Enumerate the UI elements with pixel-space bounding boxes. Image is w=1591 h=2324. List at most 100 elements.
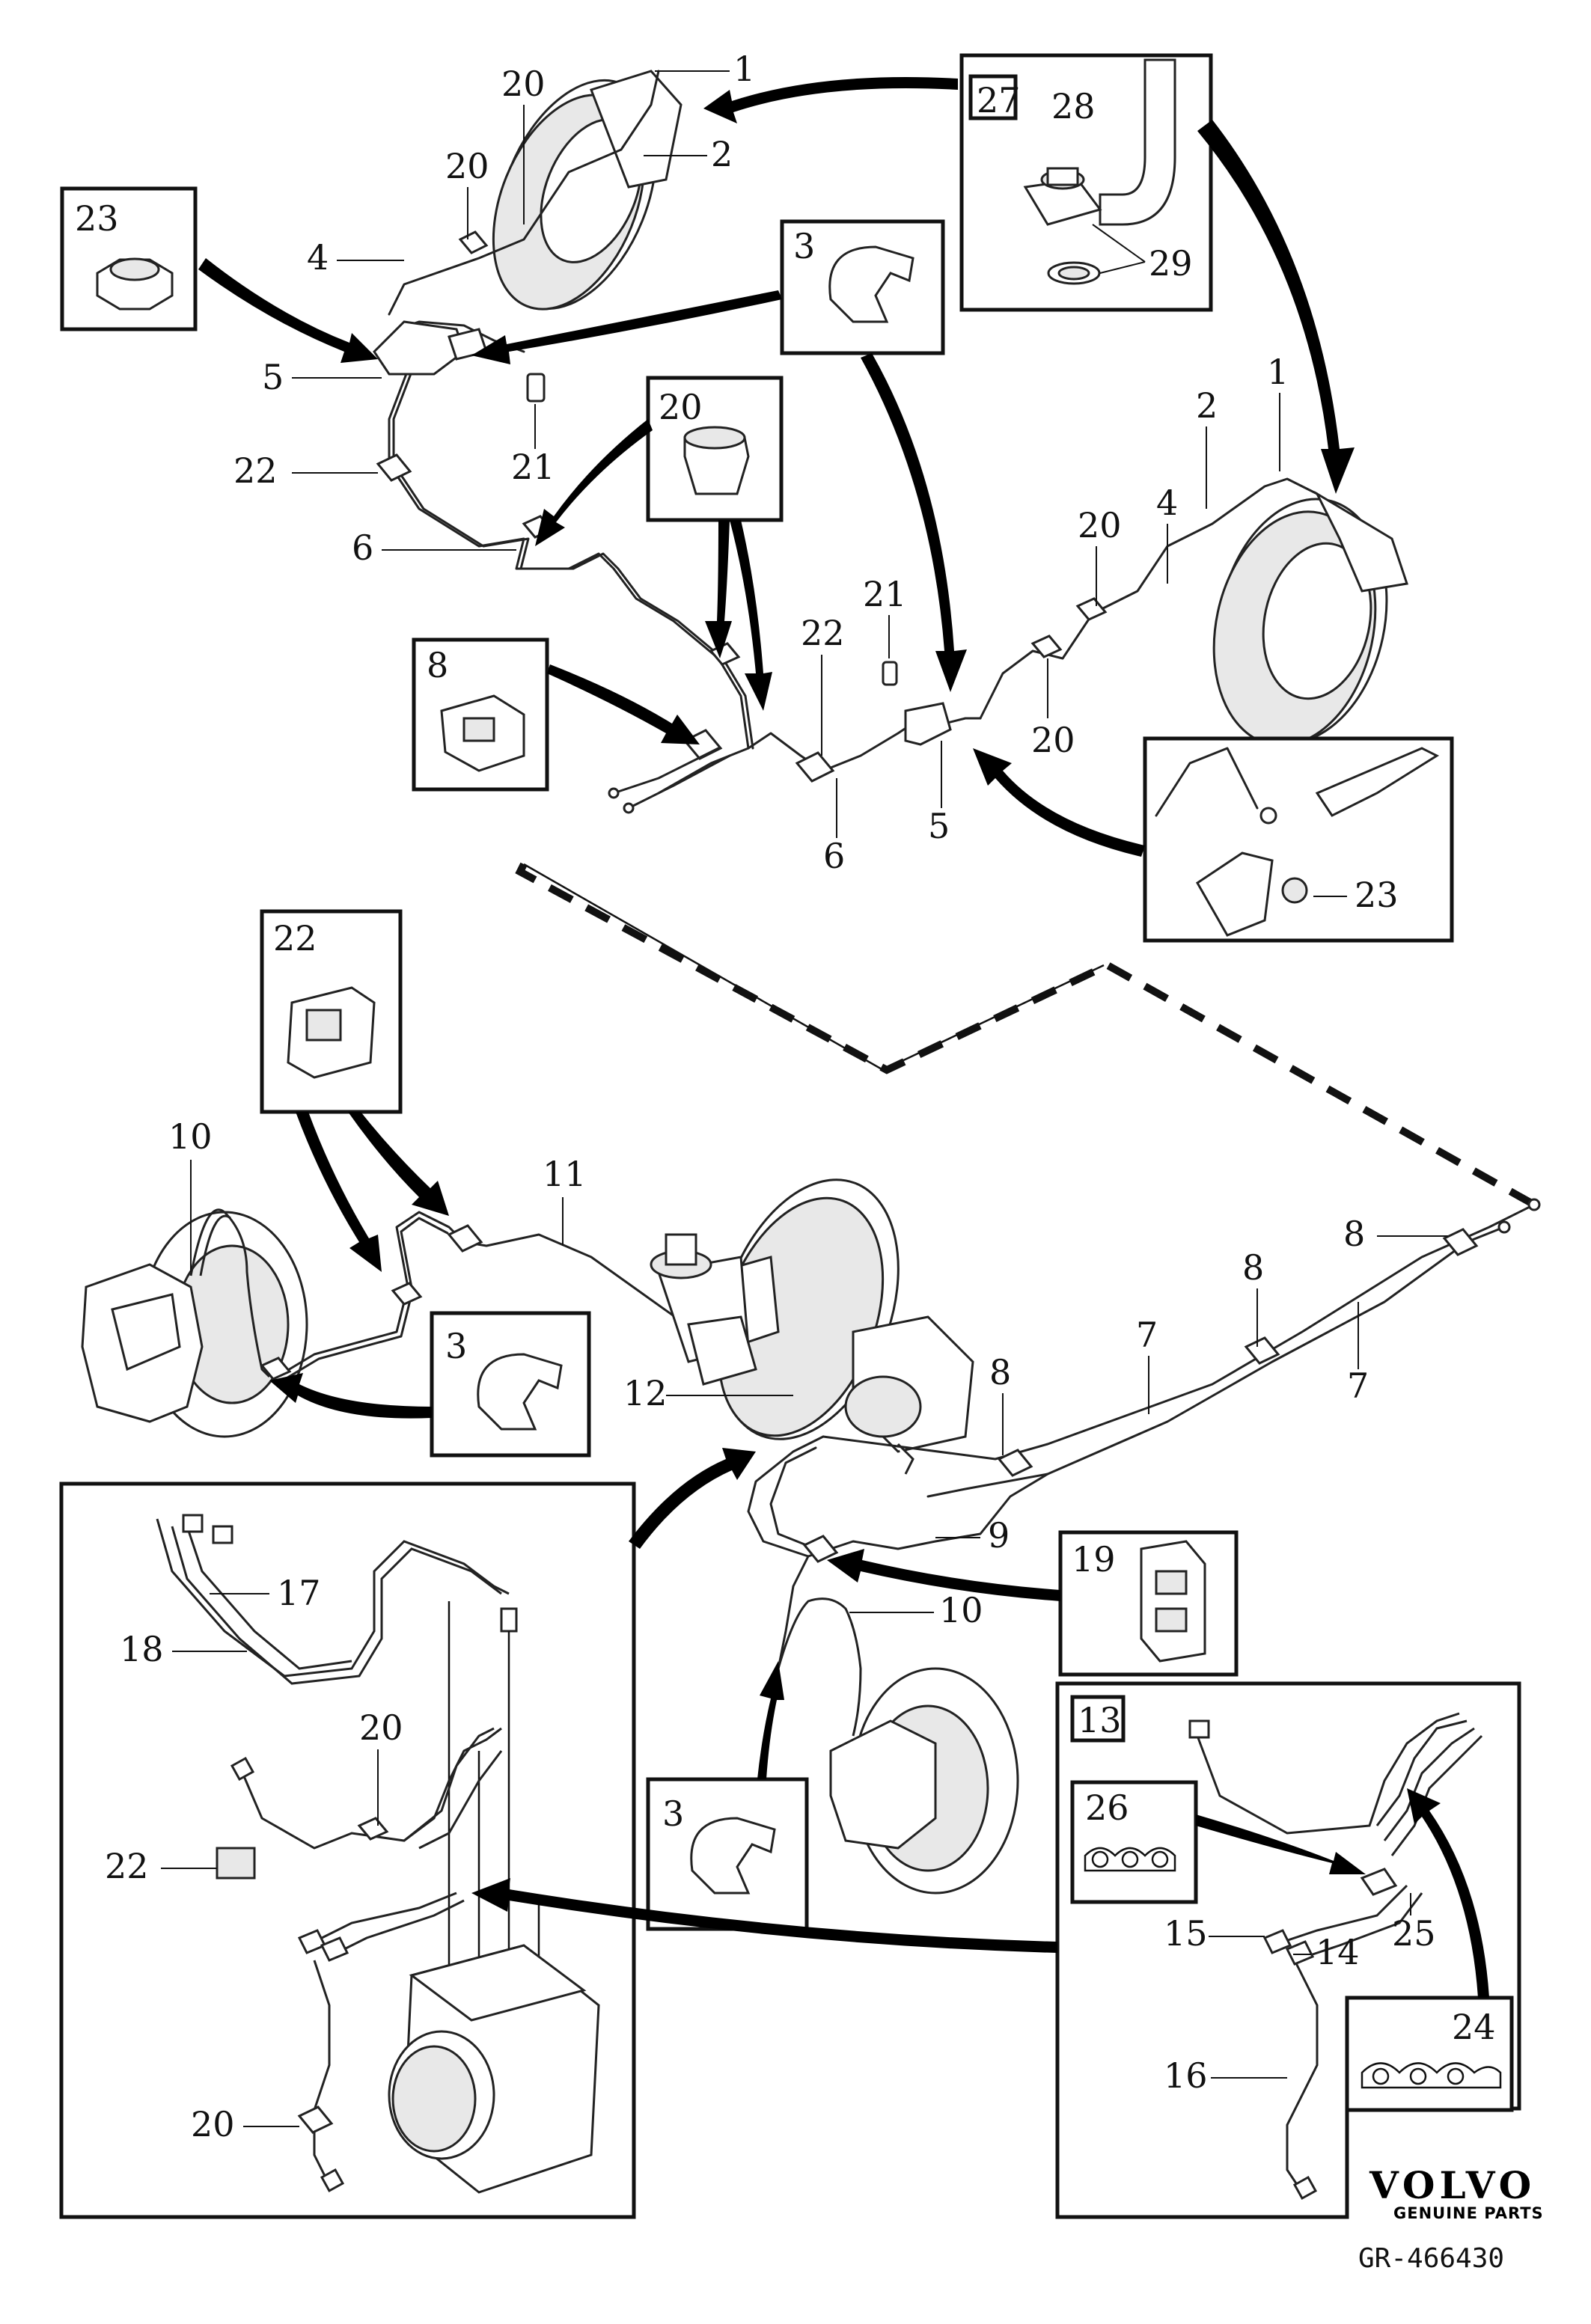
inset-13-pipe-set: 13 26 24 15 [1055,1681,1521,2219]
arrow-3-to-clip-front-left [269,1373,432,1419]
callout-5-right: 5 [928,806,950,846]
callout-6-right: 6 [823,836,845,876]
clip-20-front-left [391,1282,423,1306]
callout-10-left: 10 [168,1116,213,1157]
right-rear-brake-disc [1212,491,1408,747]
right-bleeder-cap [882,661,898,686]
clip-8-front-c [997,1449,1033,1477]
callout-25: 25 [1392,1913,1436,1954]
clip-20-rear-left-a [458,230,489,254]
arrow-19-to-clip [827,1549,1060,1601]
volvo-genuine-parts-logo: VOLVO GENUINE PARTS [1369,2163,1544,2222]
callout-8-mid: 8 [1242,1247,1264,1288]
callout-20-right-b: 20 [1031,720,1075,760]
callout-20-top-a: 20 [501,64,546,104]
inset-23-nut: 23 [60,186,198,331]
inset-3-clip-upper: 3 [780,219,945,355]
diagram-code: GR-466430 [1358,2243,1504,2274]
rear-right-brake-pipe [979,477,1319,720]
callout-2-right: 2 [1196,385,1218,426]
inset-22-clip: 22 [260,909,403,1114]
callout-7-b: 7 [1347,1366,1369,1406]
inset-19-clip: 19 [1058,1530,1239,1677]
arrow-20-to-pipe-left [535,419,653,546]
clip-20-rear-right-b [1030,634,1063,658]
arrow-26-to-clip [1196,1814,1366,1874]
arrow-27-to-caliper-right [1197,120,1355,494]
svg-text:13: 13 [1078,1700,1122,1740]
arrow-24-to-clip [1407,1788,1489,1998]
callout-12: 12 [623,1373,668,1413]
left-rear-brake-disc [492,70,682,311]
front-left-caliper [81,1211,308,1438]
brake-pipe-7-b [926,1226,1506,1498]
svg-text:23: 23 [75,198,119,239]
clip-19-front [802,1535,839,1563]
callout-20-abs-b: 20 [191,2104,235,2144]
callout-22-top: 22 [233,450,278,491]
svg-text:28: 28 [1051,86,1096,126]
callout-21-top: 21 [511,447,555,487]
svg-text:3: 3 [793,226,815,266]
front-right-caliper [829,1667,1019,1895]
callout-20-abs-a: 20 [359,1707,403,1748]
inset-3-clip-front-right: 3 [646,1777,809,1931]
callout-15: 15 [1164,1913,1208,1954]
callout-4-top: 4 [307,237,329,278]
arrow-3-to-bracket-right [861,353,967,692]
callout-7-a: 7 [1136,1315,1158,1355]
svg-text:19: 19 [1072,1539,1116,1580]
callout-9: 9 [988,1515,1010,1556]
svg-text:22: 22 [273,918,317,958]
clip-22-rear-left [376,453,412,482]
arrow-20-to-pipe-b [730,520,772,711]
svg-text:27: 27 [977,80,1021,120]
rear-bracket-left [373,320,488,376]
callout-4-right: 4 [1156,483,1178,523]
svg-text:26: 26 [1085,1788,1129,1828]
inset-26-pipe-clip: 26 [1070,1780,1198,1904]
svg-text:23: 23 [1355,875,1399,915]
clip-20-rear-right-a [1075,597,1108,621]
inset-3-clip-front-left: 3 [430,1311,591,1458]
callout-11: 11 [543,1154,587,1194]
arrow-3-to-bracket-left [471,290,782,364]
section-dashed-line [515,862,1536,1208]
callout-2-top: 2 [711,134,733,174]
callout-16: 16 [1164,2055,1208,2096]
callout-8-upper-right: 8 [1343,1214,1365,1254]
svg-text:24: 24 [1452,2007,1496,2047]
callout-10-right: 10 [939,1590,983,1630]
arrow-27-to-caliper-left [703,77,958,123]
inset-24-pipe-clip: 24 [1345,1996,1514,2112]
callout-5-top: 5 [262,357,284,397]
callout-14: 14 [1316,1932,1360,1972]
clip-8-front-b [1244,1336,1280,1365]
left-bleeder-cap [526,373,546,403]
arrow-22-to-pipe-a [296,1112,382,1272]
svg-text:VOLVO: VOLVO [1369,2163,1536,2207]
front-right-hose [777,1597,862,1737]
inset-8-clip-upper: 8 [412,637,549,792]
callout-8-low: 8 [989,1352,1011,1392]
arrow-13-to-abs [471,1878,1057,1953]
svg-text:3: 3 [445,1326,467,1366]
callout-21-right: 21 [863,574,907,614]
callout-1-top: 1 [733,49,755,89]
master-cylinder [650,1233,757,1386]
callout-20-right-a: 20 [1078,505,1122,545]
dashed-line-connector [523,863,1105,1071]
arrow-8-to-clip-upper [547,664,700,744]
callout-6-top: 6 [352,528,373,568]
arrow-23-to-bracket [198,258,378,363]
arrow-20-to-pipe-a [705,520,732,658]
callout-1-right: 1 [1267,352,1289,392]
inset-abs-unit: 17 18 20 22 20 [59,1481,636,2219]
clip-22-rear-mid [795,751,835,783]
svg-text:GENUINE PARTS: GENUINE PARTS [1393,2204,1544,2222]
arrow-3-to-clip-front-right [757,1661,784,1779]
svg-text:3: 3 [662,1794,684,1834]
inset-23-hose-bracket: 23 [1143,736,1454,943]
arrow-abs-inset-to-modulator [629,1448,756,1549]
